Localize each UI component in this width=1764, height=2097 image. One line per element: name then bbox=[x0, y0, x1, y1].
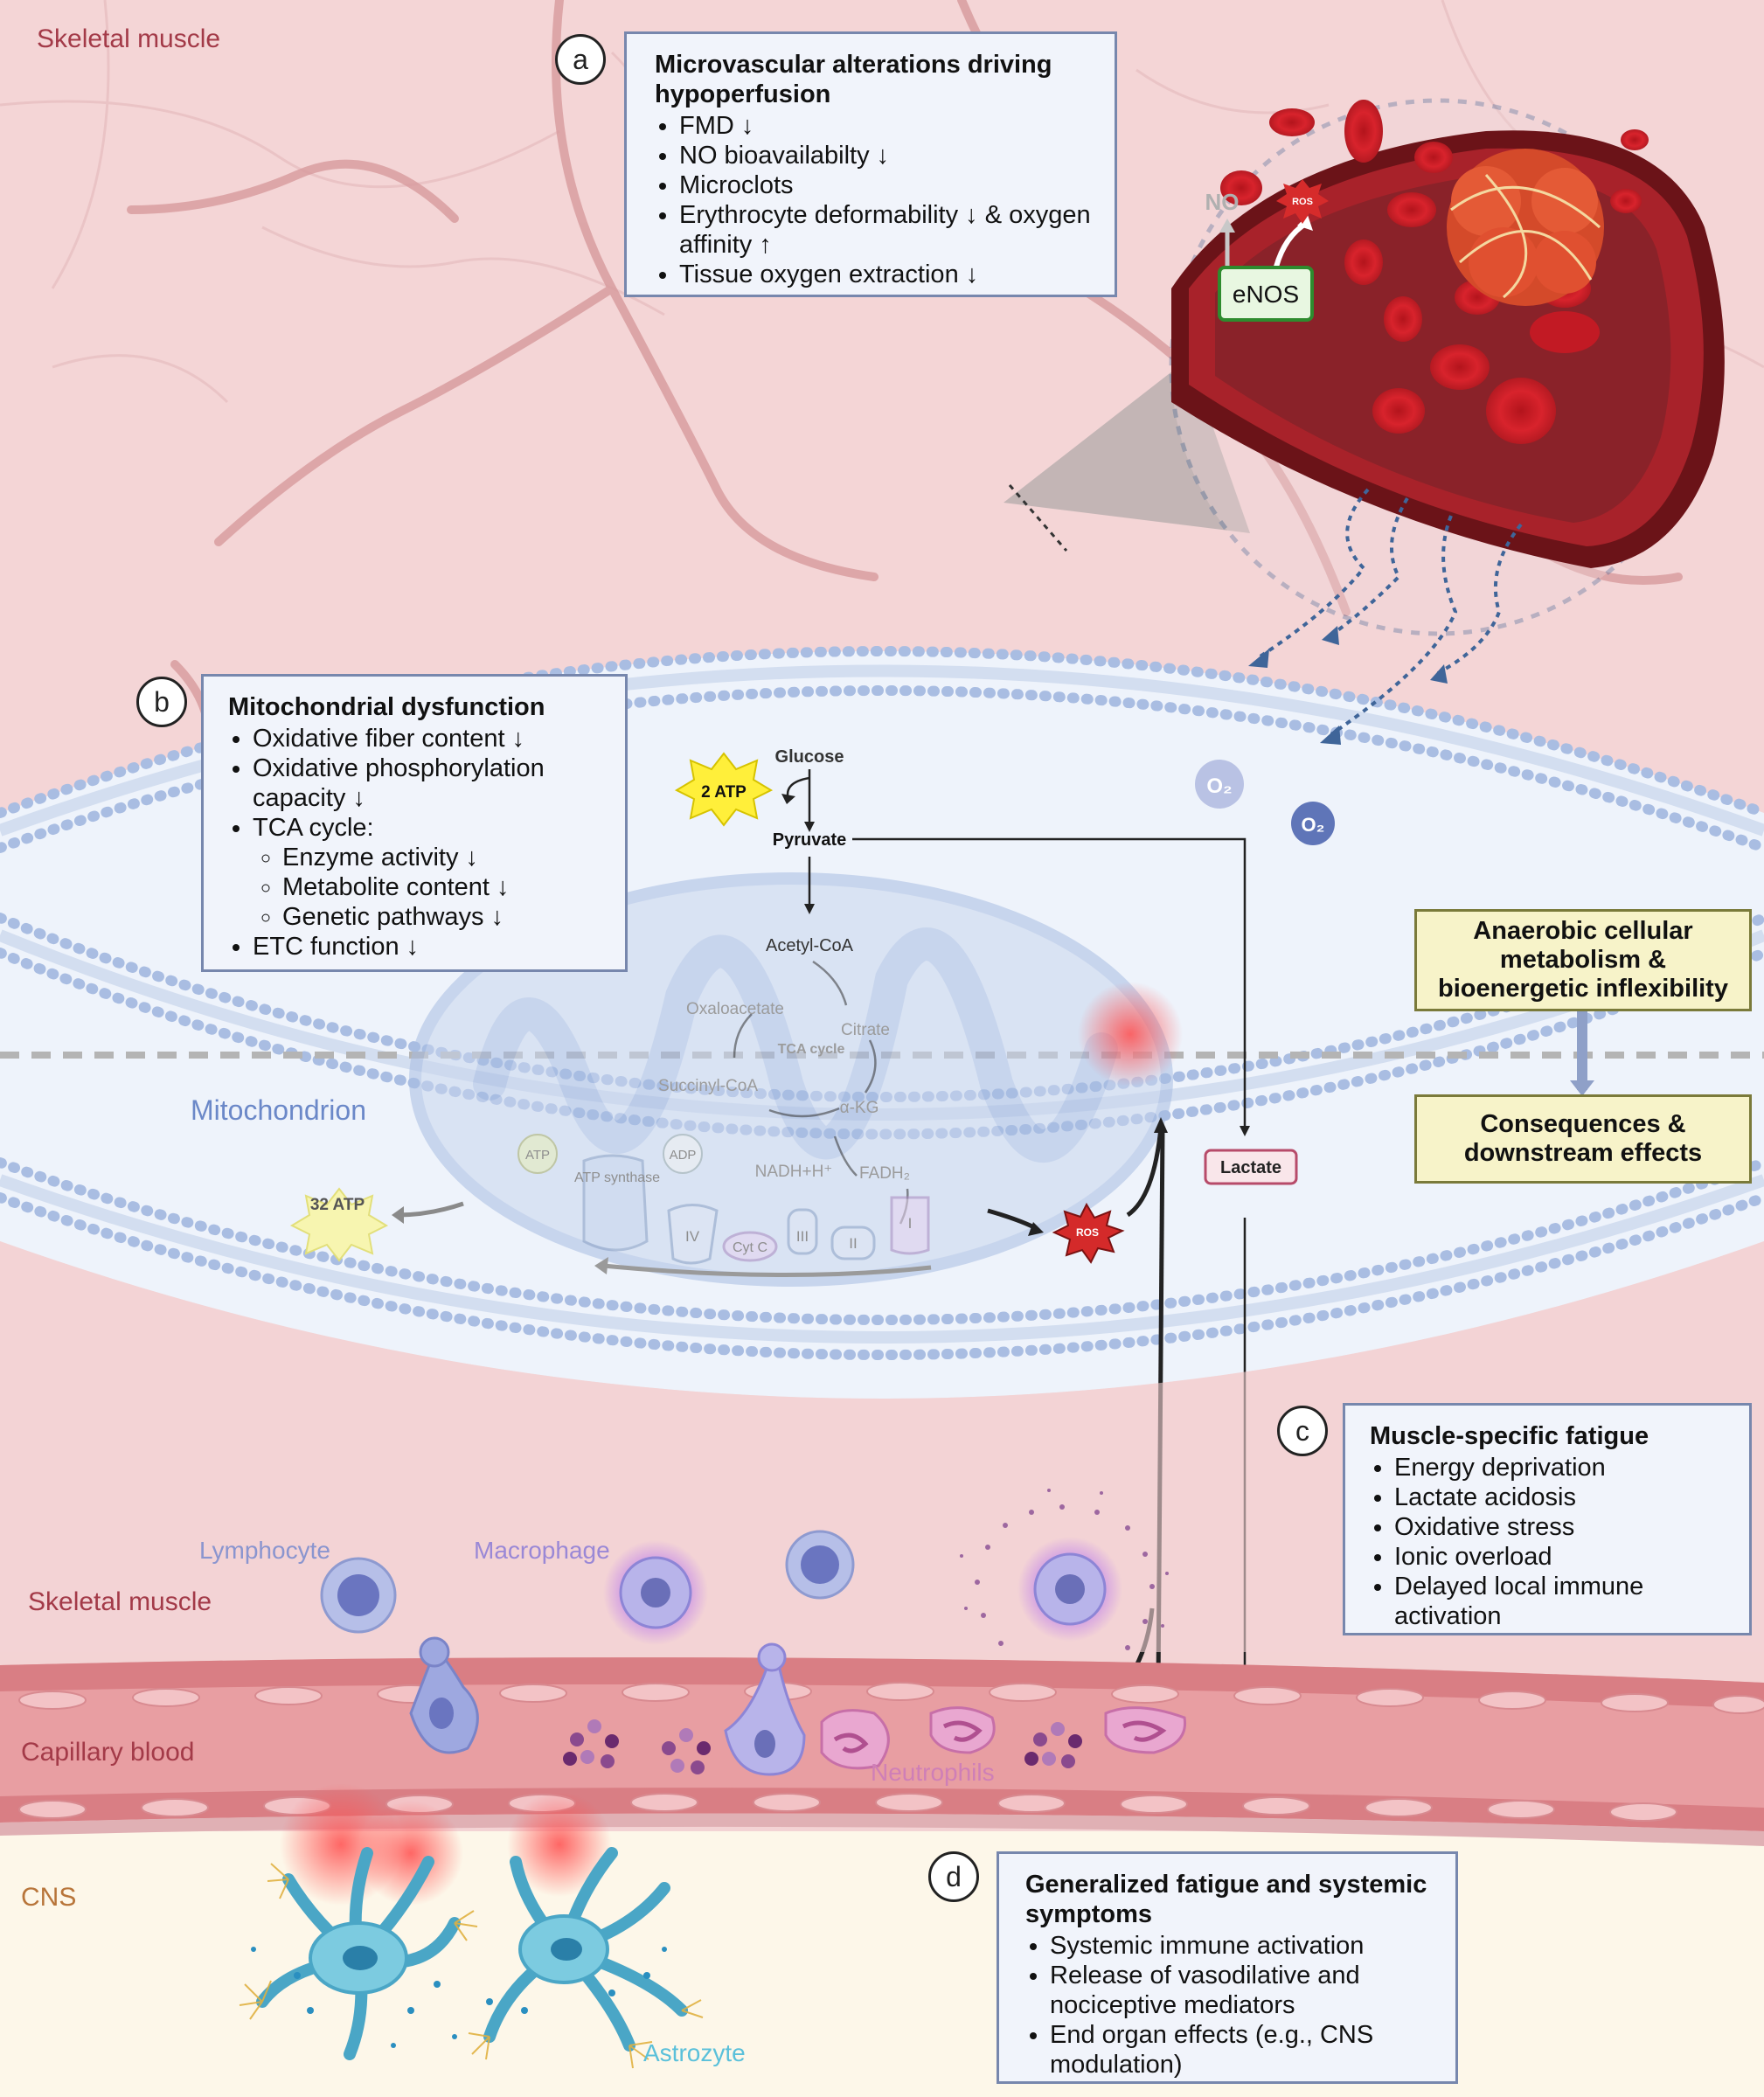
panel-a-item: NO bioavailabilty ↓ bbox=[679, 141, 1094, 170]
cns-mediators bbox=[251, 1947, 667, 2048]
panel-d-item: Release of vasodilative and nociceptive … bbox=[1050, 1961, 1434, 2020]
no-label: NO bbox=[1205, 189, 1240, 215]
panel-c-item: Energy deprivation bbox=[1394, 1453, 1728, 1482]
acetyl-coa-label: Acetyl-CoA bbox=[766, 936, 854, 955]
panel-a-box: Microvascular alterations driving hypope… bbox=[624, 31, 1117, 297]
mitochondrion-label: Mitochondrion bbox=[191, 1094, 366, 1126]
complex-iii-label: III bbox=[796, 1228, 809, 1245]
atp-burst-32 bbox=[289, 1187, 389, 1262]
skeletal-muscle-label: Skeletal muscle bbox=[37, 24, 221, 53]
lymphocyte-label: Lymphocyte bbox=[199, 1537, 330, 1564]
ros-vessel-label: ROS bbox=[1292, 197, 1313, 207]
panel-a-item: Microclots bbox=[679, 170, 1094, 200]
panel-b-item: TCA cycle: Enzyme activity ↓ Metabolite … bbox=[253, 813, 604, 932]
panel-b-item: Oxidative fiber content ↓ bbox=[253, 724, 604, 753]
panel-b-subitem: Enzyme activity ↓ bbox=[282, 843, 604, 872]
citrate-label: Citrate bbox=[841, 1021, 890, 1039]
panel-d-box: Generalized fatigue and systemic symptom… bbox=[997, 1851, 1458, 2084]
panel-a-item: Erythrocyte deformability ↓ & oxygen aff… bbox=[679, 200, 1094, 260]
panel-c-box: Muscle-specific fatigue Energy deprivati… bbox=[1343, 1403, 1752, 1635]
complex-ii-label: II bbox=[849, 1235, 857, 1252]
astrocyte-label: Astrozyte bbox=[643, 2039, 746, 2066]
legend-anaerobic-text: Anaerobic cellular metabolism & bioenerg… bbox=[1438, 917, 1728, 1003]
skeletal-muscle-lower-label: Skeletal muscle bbox=[28, 1587, 212, 1616]
complex-iv-label: IV bbox=[685, 1228, 700, 1245]
macrophage-label: Macrophage bbox=[474, 1537, 610, 1564]
panel-b-subitem: Genetic pathways ↓ bbox=[282, 902, 604, 932]
ros-star-vessel bbox=[1276, 179, 1329, 224]
enos-label: eNOS bbox=[1233, 281, 1299, 308]
panel-d-letter: d bbox=[928, 1851, 979, 1902]
oxaloacetate-label: Oxaloacetate bbox=[686, 1000, 784, 1018]
migrating-macrophage bbox=[724, 1659, 806, 1776]
legend-arrow-shaft bbox=[1577, 1011, 1587, 1090]
panel-b-letter: b bbox=[136, 677, 187, 727]
fadh2-label: FADH₂ bbox=[859, 1164, 910, 1183]
pyruvate-label: Pyruvate bbox=[773, 830, 847, 850]
cns-label: CNS bbox=[21, 1883, 77, 1912]
lactate-label: Lactate bbox=[1220, 1158, 1281, 1177]
panel-a-letter: a bbox=[555, 34, 606, 85]
o2-label: O₂ bbox=[1302, 814, 1325, 836]
panel-c-item: Ionic overload bbox=[1394, 1542, 1728, 1572]
panel-b-item: ETC function ↓ bbox=[253, 932, 604, 962]
panel-d-title: Generalized fatigue and systemic symptom… bbox=[1025, 1871, 1427, 1928]
panel-c-item: Lactate acidosis bbox=[1394, 1482, 1728, 1512]
ros-label: ROS bbox=[1076, 1226, 1099, 1239]
nadh-label: NADH+H⁺ bbox=[755, 1163, 833, 1181]
panel-a-title: Microvascular alterations driving hypope… bbox=[655, 51, 1052, 108]
panel-a-item: Tissue oxygen extraction ↓ bbox=[679, 260, 1094, 289]
tca-cycle-label: TCA cycle bbox=[778, 1042, 845, 1057]
panel-c-item: Delayed local immune activation bbox=[1394, 1572, 1728, 1631]
legend-anaerobic-box: Anaerobic cellular metabolism & bioenerg… bbox=[1414, 909, 1752, 1011]
cyt-c-label: Cyt C bbox=[733, 1240, 767, 1255]
legend-consequences-box: Consequences & downstream effects bbox=[1414, 1094, 1752, 1184]
panel-c-letter: c bbox=[1277, 1406, 1328, 1456]
granule-cluster bbox=[563, 1719, 1082, 1774]
adp-label: ADP bbox=[670, 1148, 697, 1163]
panel-d-item: Systemic immune activation bbox=[1050, 1931, 1434, 1961]
o2-molecule bbox=[1195, 760, 1244, 809]
o2-label: O₂ bbox=[1206, 774, 1232, 798]
panel-a-item: FMD ↓ bbox=[679, 111, 1094, 141]
succinyl-coa-label: Succinyl-CoA bbox=[658, 1077, 758, 1095]
panel-c-item: Oxidative stress bbox=[1394, 1512, 1728, 1542]
lactate-box bbox=[1204, 1149, 1298, 1185]
tca-cycle bbox=[733, 960, 909, 1225]
legend-arrow-head bbox=[1570, 1080, 1594, 1096]
ros-star bbox=[1052, 1202, 1125, 1264]
panel-b-title: Mitochondrial dysfunction bbox=[228, 693, 545, 721]
panel-b-box: Mitochondrial dysfunction Oxidative fibe… bbox=[201, 674, 628, 972]
thirtytwo-atp-label: 32 ATP bbox=[310, 1196, 365, 1214]
panel-d-item: End organ effects (e.g., CNS modulation) bbox=[1050, 2020, 1434, 2080]
panel-c-title: Muscle-specific fatigue bbox=[1370, 1422, 1649, 1450]
legend-consequences-text: Consequences & downstream effects bbox=[1463, 1110, 1703, 1167]
capillary-blood-label: Capillary blood bbox=[21, 1738, 195, 1767]
atp-synthase-label: ATP synthase bbox=[574, 1170, 660, 1185]
two-atp-label: 2 ATP bbox=[701, 783, 747, 802]
neutrophil-cells bbox=[820, 1706, 1187, 1770]
complex-i-label: I bbox=[908, 1215, 913, 1232]
panel-b-subitem: Metabolite content ↓ bbox=[282, 872, 604, 902]
atp-burst-2 bbox=[674, 752, 774, 827]
akg-label: α-KG bbox=[840, 1099, 879, 1117]
panel-b-item: Oxidative phosphorylation capacity ↓ bbox=[253, 753, 604, 813]
glucose-label: Glucose bbox=[775, 747, 844, 767]
atp-small-label: ATP bbox=[525, 1148, 550, 1163]
o2-molecule bbox=[1291, 802, 1335, 845]
microclot bbox=[1447, 149, 1604, 306]
electron-transport-chain bbox=[517, 1134, 930, 1265]
neutrophils-label: Neutrophils bbox=[871, 1759, 995, 1786]
enos-box bbox=[1218, 266, 1314, 322]
